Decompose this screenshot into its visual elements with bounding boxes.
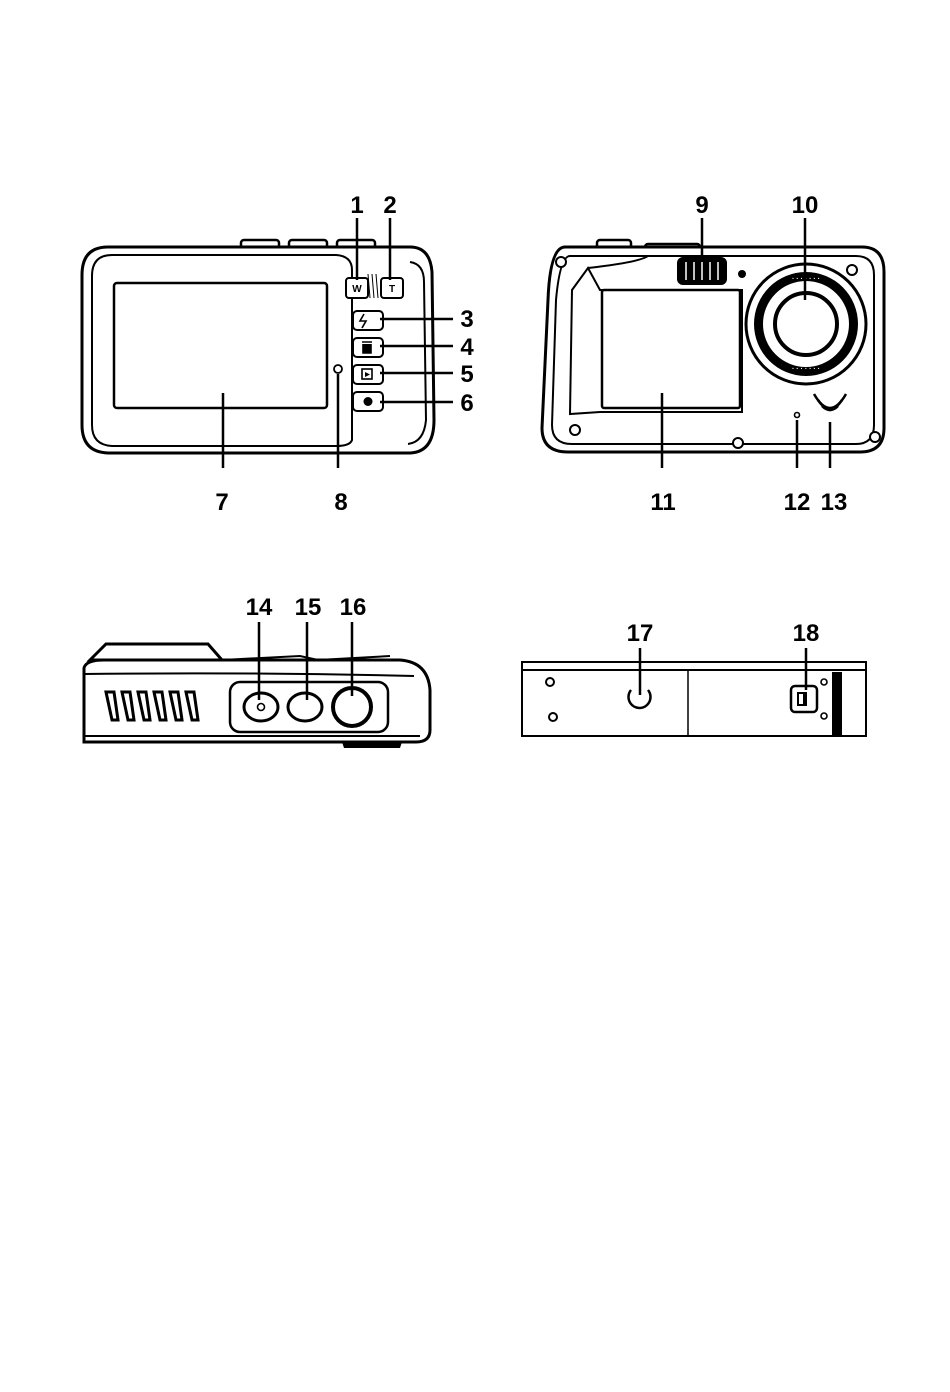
back-lcd-screen (114, 283, 327, 408)
top-bottom-tab (342, 742, 402, 748)
callout-18: 18 (793, 620, 820, 647)
callout-4: 4 (460, 334, 474, 361)
top-view: 14 15 16 (84, 594, 430, 748)
front-lcd-screen (602, 290, 740, 408)
bottom-view: 17 18 (522, 620, 866, 736)
battery-door-edge (832, 672, 842, 736)
callout-16: 16 (340, 594, 367, 621)
callout-7: 7 (215, 489, 228, 516)
record-icon (364, 397, 373, 406)
callout-17: 17 (627, 620, 654, 647)
callout-8: 8 (334, 489, 347, 516)
battery-latch-inner-2 (799, 694, 803, 704)
mode-button (288, 693, 322, 721)
callout-15: 15 (295, 594, 322, 621)
front-view: · · · · · · · · · · · · · · 9 10 11 12 1… (542, 192, 884, 516)
back-view: W T 1 2 3 4 5 6 7 (82, 192, 474, 516)
flash-button (353, 311, 383, 330)
callout-3: 3 (460, 306, 473, 333)
zoom-tele-label: T (389, 284, 395, 295)
callout-5: 5 (460, 361, 473, 388)
callout-10: 10 (792, 192, 819, 219)
callout-11: 11 (650, 489, 675, 516)
callout-6: 6 (460, 390, 473, 417)
callout-1: 1 (350, 192, 363, 219)
lens-marking-bottom: · · · · · · · (792, 366, 820, 373)
callout-9: 9 (695, 192, 708, 219)
lens-glass (775, 293, 837, 355)
callout-2: 2 (383, 192, 396, 219)
lens-barrel-top (90, 644, 222, 660)
callout-13: 13 (821, 489, 848, 516)
zoom-wide-label: W (352, 284, 362, 295)
callout-12: 12 (784, 489, 811, 516)
front-sensor-dot (738, 270, 746, 278)
power-button (244, 693, 278, 721)
callout-14: 14 (246, 594, 273, 621)
